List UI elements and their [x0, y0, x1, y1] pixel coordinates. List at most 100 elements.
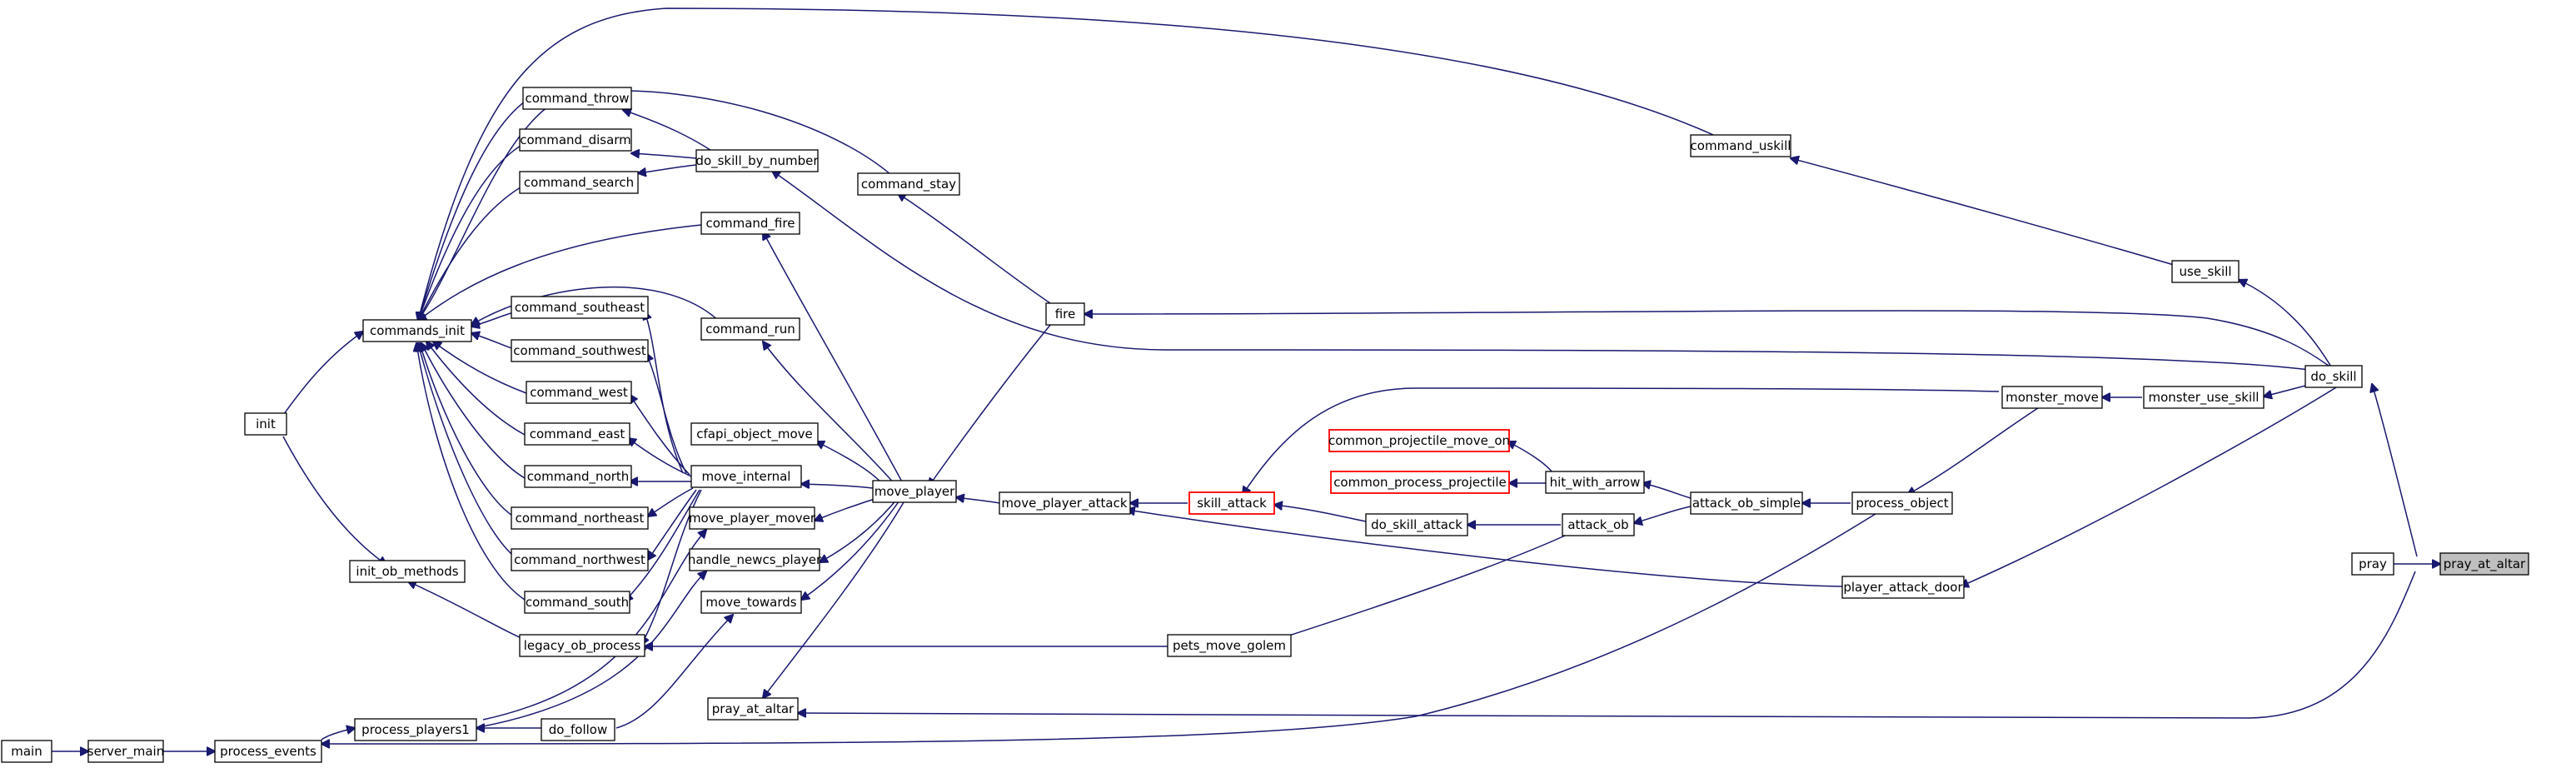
node-monster-use-skill[interactable]: monster_use_skill [2143, 386, 2265, 409]
node-legacy-ob-process[interactable]: legacy_ob_process [519, 634, 645, 657]
svg-text:process_object: process_object [1856, 496, 1948, 511]
edge-pp1-to-pe [321, 728, 355, 741]
svg-text:command_run: command_run [705, 322, 795, 337]
svg-text:skill_attack: skill_attack [1197, 496, 1267, 511]
node-do-skill-attack[interactable]: do_skill_attack [1365, 513, 1468, 536]
edge-cmd-uskill-to-use-skill [1791, 158, 2175, 266]
edge-cs2-to-mi [625, 489, 700, 601]
node-command-stay[interactable]: command_stay [857, 172, 960, 196]
node-pray-at-altar-caller[interactable]: pray_at_altar [707, 697, 799, 721]
node-process-events[interactable]: process_events [214, 740, 322, 763]
node-move-player-attack[interactable]: move_player_attack [999, 491, 1131, 515]
edge-hwa-to-aos [1642, 483, 1692, 499]
node-command-north[interactable]: command_north [524, 465, 632, 488]
svg-text:do_skill_attack: do_skill_attack [1371, 517, 1462, 533]
edge-ci-to-cu [418, 7, 1725, 321]
svg-text:command_uskill: command_uskill [1691, 138, 1791, 154]
node-move-player[interactable]: move_player [872, 480, 957, 503]
node-command-run[interactable]: command_run [700, 317, 800, 341]
node-move-player-mover[interactable]: move_player_mover [689, 506, 816, 530]
svg-text:command_fire: command_fire [706, 216, 795, 232]
node-do-skill-by-number[interactable]: do_skill_by_number [695, 149, 819, 172]
edge-mp-to-fire [929, 323, 1052, 486]
edge-csw-to-mi [646, 353, 687, 474]
node-command-disarm[interactable]: command_disarm [519, 128, 632, 152]
edge-hnp-to-mp [820, 497, 899, 562]
node-attack-ob-simple[interactable]: attack_ob_simple [1690, 491, 1803, 515]
node-command-northwest[interactable]: command_northwest [511, 548, 649, 571]
edge-lop-to-iom [408, 581, 522, 639]
svg-text:command_southwest: command_southwest [513, 343, 646, 359]
node-main[interactable]: main [1, 740, 52, 763]
svg-text:do_skill: do_skill [2310, 369, 2356, 385]
node-command-fire[interactable]: command_fire [700, 212, 800, 235]
edge-pmg-to-ao [1271, 531, 1575, 641]
node-handle-newcs-player[interactable]: handle_newcs_player [688, 548, 822, 571]
node-use-skill[interactable]: use_skill [2171, 260, 2240, 283]
svg-text:command_stay: command_stay [861, 177, 956, 192]
node-do-skill[interactable]: do_skill [2304, 365, 2363, 388]
node-attack-ob[interactable]: attack_ob [1562, 513, 1635, 536]
svg-text:do_follow: do_follow [549, 722, 607, 738]
edge-ci-to-e [426, 342, 526, 436]
node-pets-move-golem[interactable]: pets_move_golem [1167, 634, 1292, 657]
node-process-players1[interactable]: process_players1 [354, 718, 477, 741]
svg-text:pets_move_golem: pets_move_golem [1173, 638, 1286, 654]
node-move-internal[interactable]: move_internal [690, 465, 802, 488]
edge-mi-to-mp [801, 484, 874, 488]
svg-text:command_east: command_east [530, 426, 625, 442]
node-pray[interactable]: pray [2351, 552, 2394, 576]
node-skill-attack[interactable]: skill_attack [1188, 491, 1275, 515]
node-monster-move[interactable]: monster_move [2001, 386, 2103, 409]
node-player-attack-door[interactable]: player_attack_door [1841, 576, 1965, 599]
edge-mt-to-mp [801, 497, 902, 600]
edge-dsbn-to-disarm [631, 153, 697, 159]
edge-mpa-to-pad [1127, 510, 1843, 587]
node-common-projectile-move-on[interactable]: common_projectile_move_on [1328, 429, 1510, 452]
node-command-throw[interactable]: command_throw [522, 87, 632, 110]
svg-text:process_events: process_events [220, 744, 316, 760]
node-command-search[interactable]: command_search [519, 171, 639, 194]
node-command-northeast[interactable]: command_northeast [511, 506, 649, 530]
node-init[interactable]: init [244, 412, 287, 436]
edge-ci-to-fire [418, 224, 702, 321]
svg-text:process_players1: process_players1 [361, 722, 470, 738]
svg-text:command_southeast: command_southeast [515, 300, 645, 316]
node-move-towards[interactable]: move_towards [700, 591, 802, 614]
svg-text:move_player_attack: move_player_attack [1001, 496, 1127, 511]
edge-ci-to-w [433, 342, 527, 394]
edge-ci-to-search [418, 184, 526, 321]
edge-init-to-iom [282, 436, 386, 565]
node-pray-at-altar-root[interactable]: pray_at_altar [2439, 552, 2529, 576]
edge-ao-to-aos [1634, 506, 1692, 523]
node-common-process-projectile[interactable]: common_process_projectile [1330, 471, 1510, 494]
node-hit-with-arrow[interactable]: hit_with_arrow [1545, 471, 1645, 494]
edge-pe-to-po [321, 509, 1883, 744]
svg-text:command_west: command_west [530, 385, 628, 401]
edge-cpmo-to-hwa [1507, 441, 1555, 476]
edge-sa-to-dsa [1274, 505, 1367, 522]
edge-cr-to-mp [763, 342, 896, 486]
node-command-uskill[interactable]: command_uskill [1690, 134, 1791, 157]
edge-cs-to-fire [898, 193, 1054, 306]
svg-text:command_search: command_search [524, 175, 634, 191]
node-command-west[interactable]: command_west [526, 381, 632, 404]
node-command-south[interactable]: command_south [524, 591, 630, 614]
node-init-ob-methods[interactable]: init_ob_methods [349, 560, 466, 583]
node-cfapi-object-move[interactable]: cfapi_object_move [690, 422, 819, 446]
node-command-east[interactable]: command_east [524, 422, 630, 446]
node-process-object[interactable]: process_object [1851, 491, 1953, 515]
edge-ce-to-mi [628, 438, 692, 477]
node-server-main[interactable]: server_main [87, 740, 164, 763]
node-fire[interactable]: fire [1045, 302, 1085, 326]
svg-text:common_projectile_move_on: common_projectile_move_on [1328, 433, 1510, 449]
node-command-southwest[interactable]: command_southwest [511, 339, 649, 362]
svg-text:command_northwest: command_northwest [514, 552, 645, 568]
node-command-southeast[interactable]: command_southeast [511, 296, 649, 319]
node-do-follow[interactable]: do_follow [541, 718, 615, 741]
node-commands-init[interactable]: commands_init [362, 319, 472, 342]
svg-text:do_skill_by_number: do_skill_by_number [695, 153, 819, 169]
svg-text:monster_use_skill: monster_use_skill [2149, 390, 2260, 406]
svg-text:command_northeast: command_northeast [516, 511, 645, 526]
